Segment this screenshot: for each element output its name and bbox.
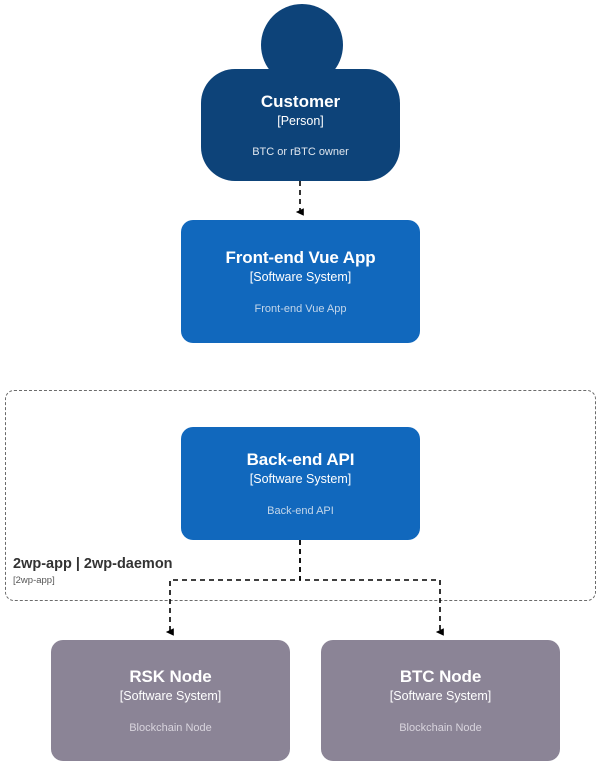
node-type: [Software System] <box>249 270 352 285</box>
node-btc-node[interactable]: BTC Node [Software System] Blockchain No… <box>321 640 560 761</box>
node-backend-api[interactable]: Back-end API [Software System] Back-end … <box>181 427 420 540</box>
node-description: Front-end Vue App <box>254 302 347 315</box>
node-title: RSK Node <box>129 667 212 687</box>
node-description: Blockchain Node <box>399 721 482 734</box>
node-title: Front-end Vue App <box>225 248 376 268</box>
node-title: Customer <box>260 91 341 111</box>
node-description: Back-end API <box>267 504 334 517</box>
person-body[interactable]: Customer [Person] BTC or rBTC owner <box>201 69 400 181</box>
node-title: BTC Node <box>399 667 482 687</box>
node-type: [Software System] <box>249 472 352 487</box>
node-type: [Software System] <box>389 689 492 704</box>
node-type: [Person] <box>277 113 324 128</box>
node-type: [Software System] <box>119 689 222 704</box>
node-rsk-node[interactable]: RSK Node [Software System] Blockchain No… <box>51 640 290 761</box>
node-frontend-vue-app[interactable]: Front-end Vue App [Software System] Fron… <box>181 220 420 343</box>
node-description: Blockchain Node <box>129 721 212 734</box>
node-title: Back-end API <box>246 450 355 470</box>
node-description: BTC or rBTC owner <box>252 146 349 159</box>
